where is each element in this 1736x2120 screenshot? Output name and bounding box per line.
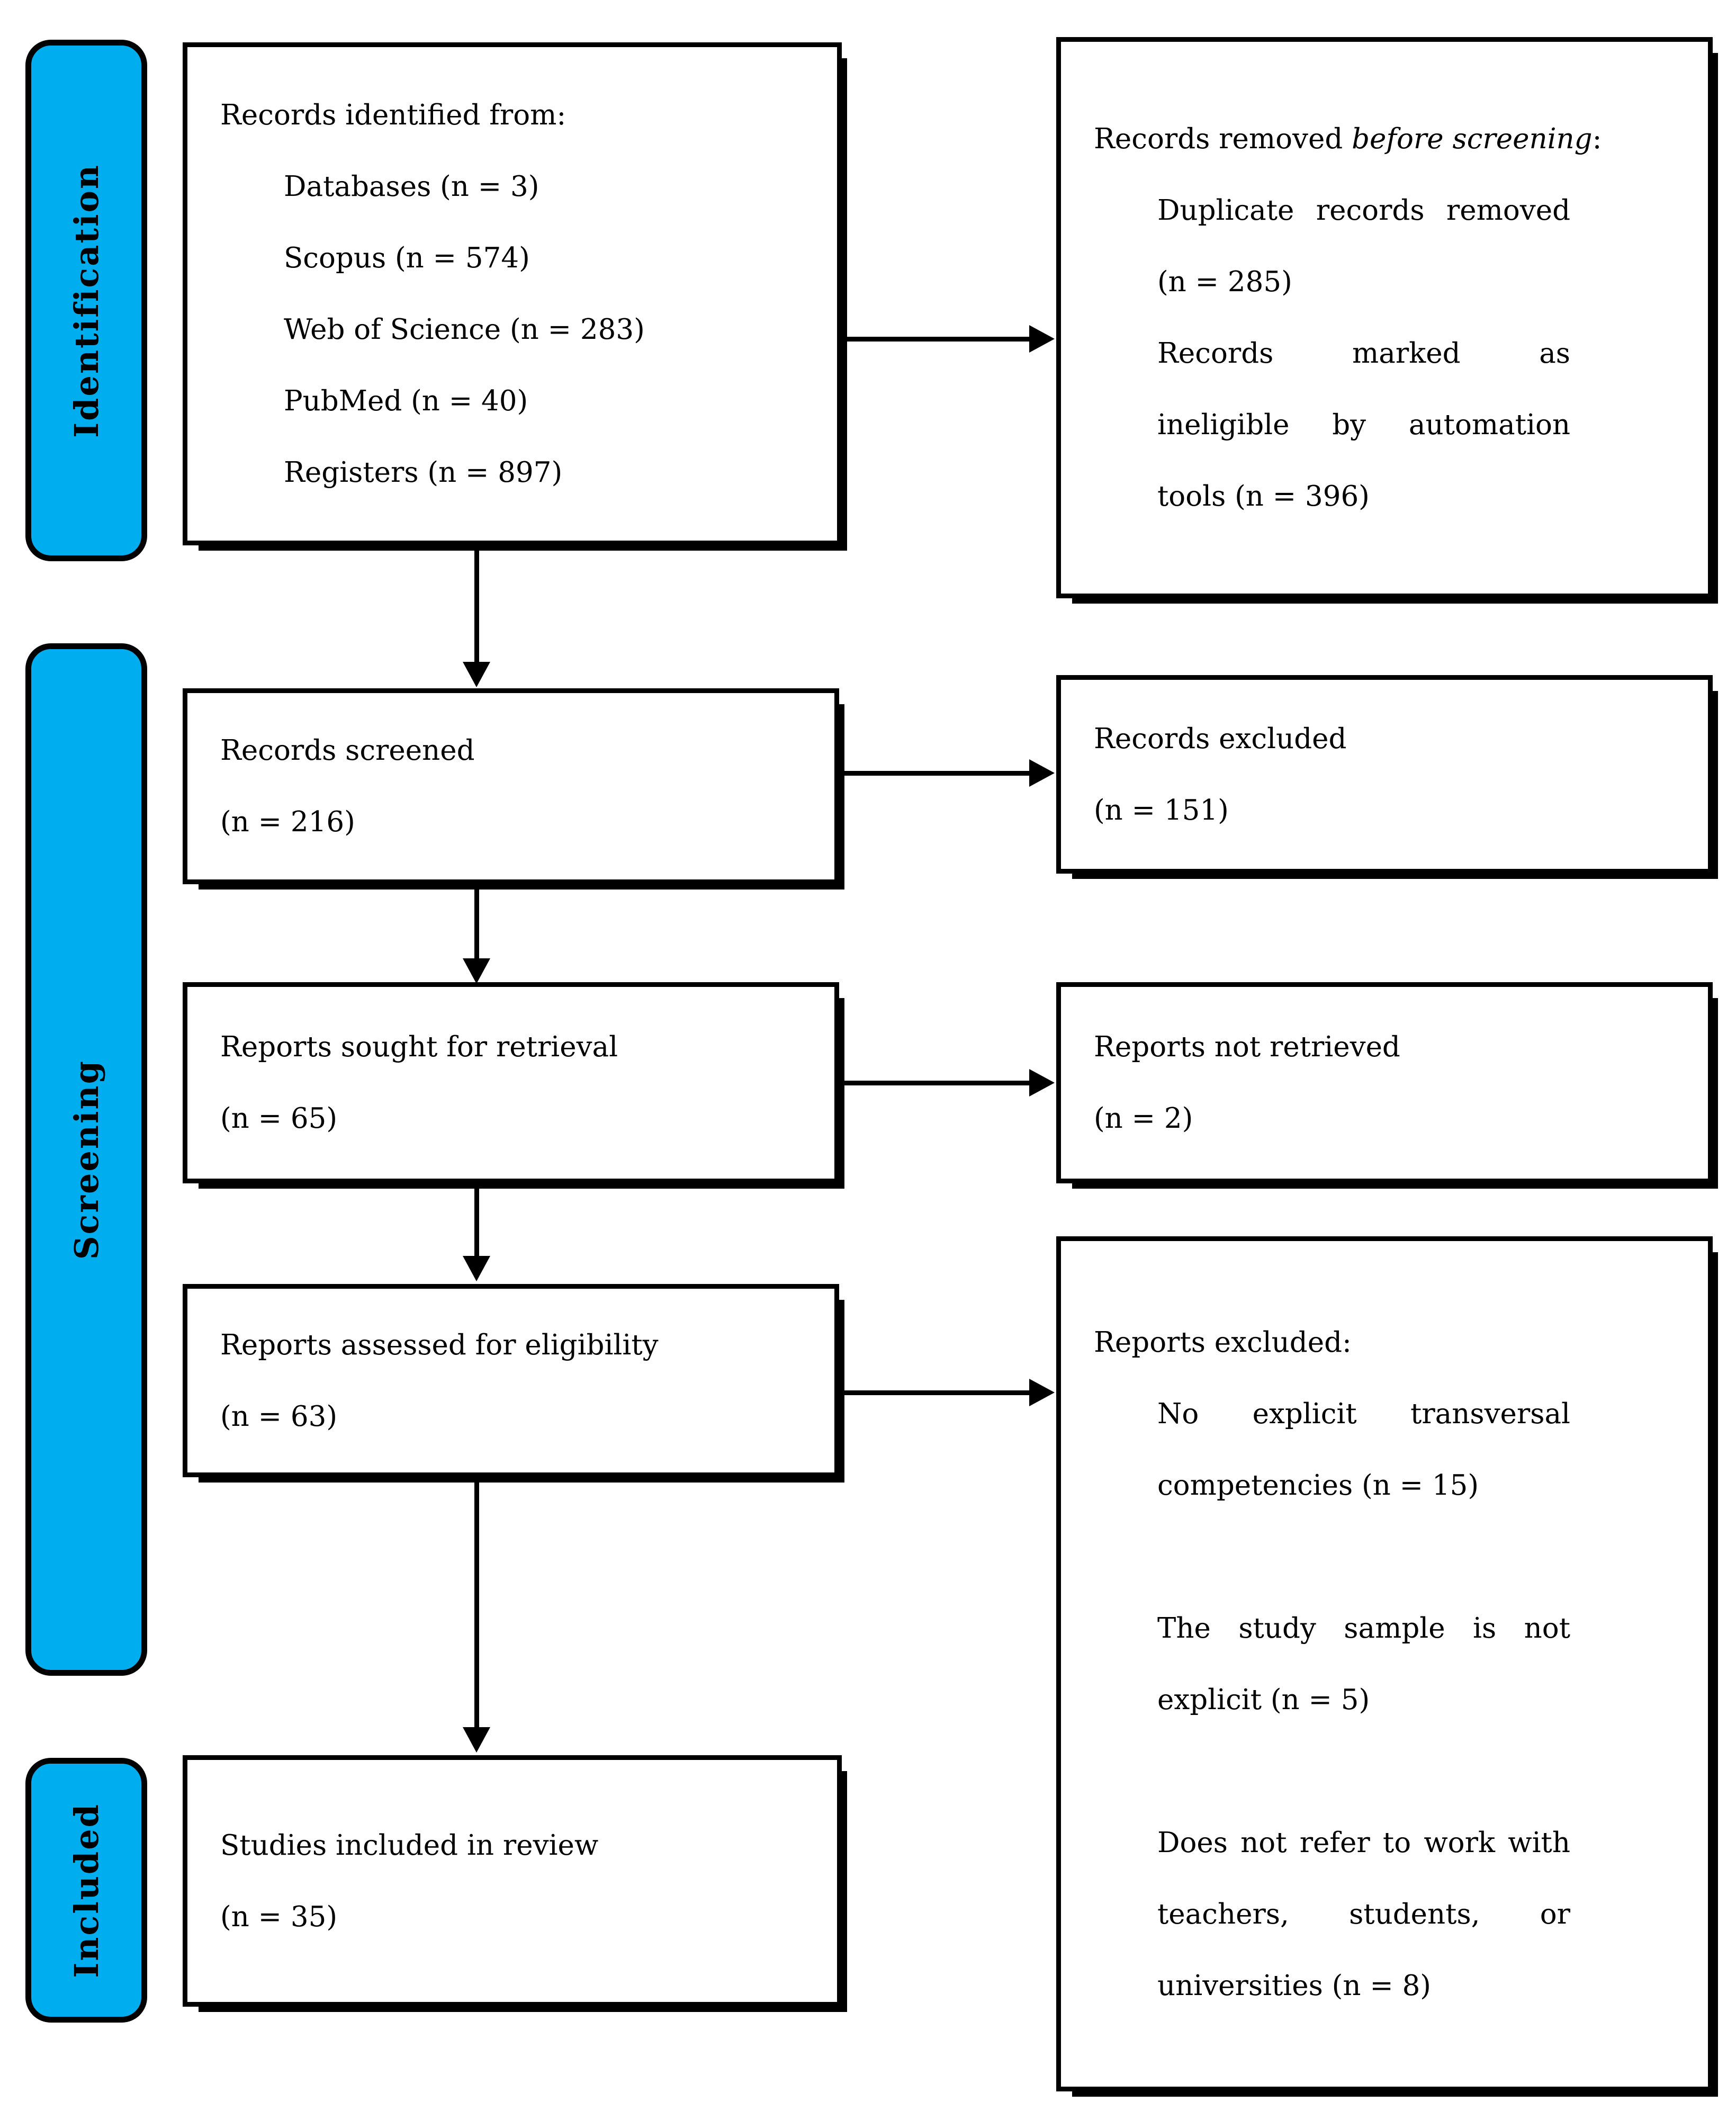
box-item: No explicit transversal competencies (n …	[1157, 1397, 1570, 1502]
box-reports-assessed: Reports assessed for eligibility (n = 63…	[183, 1284, 839, 1477]
title-italic: before screening	[1352, 123, 1593, 155]
box-count: (n = 65)	[220, 1102, 338, 1135]
arrowhead-right-icon	[1029, 759, 1055, 787]
arrowhead-right-icon	[1029, 325, 1055, 353]
arrowhead-down-icon	[463, 1727, 490, 1753]
arrow-shaft	[844, 337, 1030, 342]
arrow-shaft	[474, 1476, 479, 1728]
box-records-excluded: Records excluded (n = 151)	[1056, 675, 1713, 874]
box-records-identified: Records identified from: Databases (n = …	[183, 42, 842, 545]
box-item: Web of Science (n = 283)	[284, 313, 645, 346]
arrow-shaft	[474, 883, 479, 960]
stage-label-included: Included	[67, 1802, 106, 1978]
box-label: Reports not retrieved	[1094, 1031, 1400, 1063]
box-label: Studies included in review	[220, 1829, 599, 1862]
title-suffix: :	[1592, 123, 1602, 155]
arrow-shaft	[844, 1081, 1030, 1085]
stage-tab-included: Included	[25, 1758, 147, 2023]
box-item: Duplicate records removed (n = 285)	[1157, 194, 1570, 298]
box-reports-not-retrieved: Reports not retrieved (n = 2)	[1056, 982, 1713, 1183]
arrow-shaft	[474, 546, 479, 663]
box-item: The study sample is not explicit (n = 5)	[1157, 1612, 1570, 1716]
box-label: Records excluded	[1094, 722, 1347, 755]
box-title: Records identified from:	[220, 99, 566, 131]
box-studies-included: Studies included in review (n = 35)	[183, 1755, 842, 2007]
box-item: Records marked as ineligible by automati…	[1157, 337, 1570, 513]
box-count: (n = 216)	[220, 806, 355, 838]
arrowhead-right-icon	[1029, 1069, 1055, 1097]
box-label: Reports sought for retrieval	[220, 1031, 618, 1063]
arrowhead-down-icon	[463, 1256, 490, 1281]
stage-tab-screening: Screening	[25, 643, 147, 1676]
box-item: Databases (n = 3)	[284, 170, 539, 203]
box-count: (n = 2)	[1094, 1102, 1193, 1135]
stage-tab-identification: Identification	[25, 40, 147, 561]
arrow-shaft	[844, 771, 1030, 776]
box-item: PubMed (n = 40)	[284, 385, 528, 417]
box-count: (n = 151)	[1094, 794, 1229, 827]
arrowhead-right-icon	[1029, 1379, 1055, 1406]
box-records-screened: Records screened (n = 216)	[183, 688, 839, 884]
box-item: Scopus (n = 574)	[284, 242, 530, 274]
box-reports-excluded-reasons: Reports excluded: No explicit transversa…	[1056, 1236, 1713, 2091]
title-prefix: Records removed	[1094, 123, 1352, 155]
stage-label-screening: Screening	[67, 1059, 106, 1260]
arrowhead-down-icon	[463, 662, 490, 687]
box-count: (n = 63)	[220, 1400, 338, 1433]
box-records-removed: Records removed before screening: Duplic…	[1056, 37, 1713, 598]
arrow-shaft	[474, 1182, 479, 1257]
arrow-shaft	[844, 1390, 1030, 1395]
box-title: Records removed before screening:	[1094, 103, 1679, 175]
box-label: Records screened	[220, 734, 475, 767]
box-item: Does not refer to work with teachers, st…	[1157, 1826, 1570, 2002]
box-title: Reports excluded:	[1094, 1326, 1352, 1359]
arrowhead-down-icon	[463, 958, 490, 984]
box-item: Registers (n = 897)	[284, 456, 563, 489]
stage-label-identification: Identification	[67, 163, 106, 438]
box-label: Reports assessed for eligibility	[220, 1328, 659, 1361]
box-count: (n = 35)	[220, 1900, 338, 1933]
box-reports-sought: Reports sought for retrieval (n = 65)	[183, 982, 839, 1183]
